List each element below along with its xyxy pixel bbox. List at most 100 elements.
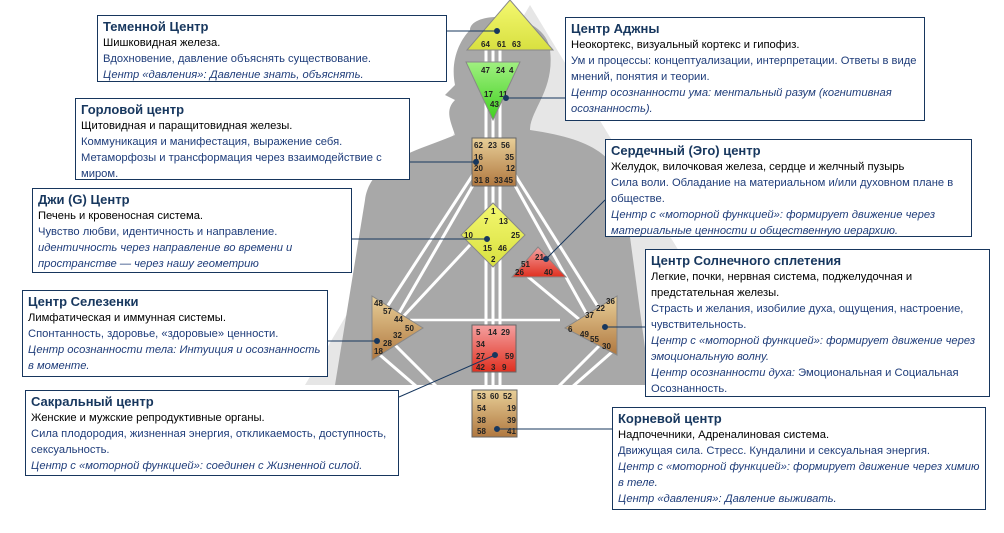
gate-59: 59 [505, 352, 514, 361]
gate-37: 37 [585, 311, 594, 320]
crown-organ: Шишковидная железа. [103, 37, 221, 49]
gate-7: 7 [484, 217, 489, 226]
gate-13: 13 [499, 217, 508, 226]
gate-32: 32 [393, 331, 402, 340]
gate-45: 45 [504, 176, 513, 185]
gate-30: 30 [602, 342, 611, 351]
gate-24: 24 [496, 66, 505, 75]
heart-theme: Сила воли. Обладание на материальном и/и… [611, 177, 954, 205]
gate-18: 18 [374, 347, 383, 356]
gate-34: 34 [476, 340, 485, 349]
gate-52: 52 [503, 392, 512, 401]
gate-20: 20 [474, 164, 483, 173]
g-center [460, 202, 526, 268]
crown-title: Теменной Центр [103, 19, 209, 34]
ajna-center-box: Центр Аджны Неокортекс, визуальный корте… [565, 17, 925, 121]
g-center-box: Джи (G) Центр Печень и кровеносная систе… [32, 188, 352, 273]
sacral-theme: Сила плодородия, жизненная энергия, откл… [31, 428, 387, 456]
throat-center-box: Горловой центр Щитовидная и паращитовидн… [75, 98, 410, 180]
gate-53: 53 [477, 392, 486, 401]
gate-3: 3 [491, 363, 496, 372]
gate-58: 58 [477, 427, 486, 436]
sacral-organ: Женские и мужские репродуктивные органы. [31, 412, 265, 424]
gate-41: 41 [507, 427, 516, 436]
solar-organ: Легкие, почки, нервная система, поджелуд… [651, 271, 913, 299]
gate-6: 6 [568, 325, 573, 334]
root-type: Центр с «моторной функцией»: формирует д… [618, 461, 980, 489]
gate-49: 49 [580, 330, 589, 339]
spleen-organ: Лимфатическая и иммунная системы. [28, 312, 226, 324]
sacral-center [471, 324, 517, 373]
solar-type: Центр с «моторной функцией»: формирует д… [651, 335, 976, 363]
gate-39: 39 [507, 416, 516, 425]
gate-10: 10 [464, 231, 473, 240]
solar-theme: Страсть и желания, изобилие духа, ощущен… [651, 303, 964, 331]
gate-63: 63 [512, 40, 521, 49]
gate-55: 55 [590, 335, 599, 344]
gate-12: 12 [506, 164, 515, 173]
gate-62: 62 [474, 141, 483, 150]
gate-4: 4 [509, 66, 514, 75]
ajna-theme: Ум и процессы: концептуализации, интерпр… [571, 55, 917, 83]
root-title: Корневой центр [618, 411, 722, 426]
g-type: идентичность через направление во времен… [38, 242, 293, 270]
root-organ: Надпочечники, Адреналиновая система. [618, 429, 830, 441]
crown-theme: Вдохновение, давление объяснять существо… [103, 53, 372, 65]
spleen-theme: Спонтанность, здоровье, «здоровые» ценно… [28, 328, 279, 340]
ajna-type: Центр осознанности ума: ментальный разум… [571, 87, 892, 115]
gate-47: 47 [481, 66, 490, 75]
spleen-center [371, 295, 424, 361]
crown-type-text: Давление знать, объяснять. [206, 69, 364, 81]
gate-19: 19 [507, 404, 516, 413]
gate-51: 51 [521, 260, 530, 269]
sacral-center-box: Сакральный центр Женские и мужские репро… [25, 390, 399, 476]
gate-16: 16 [474, 153, 483, 162]
ajna-title: Центр Аджны [571, 21, 660, 36]
gate-2: 2 [491, 255, 496, 264]
gate-61: 61 [497, 40, 506, 49]
root-theme: Движущая сила. Стресс. Кундалини и сексу… [618, 445, 931, 457]
root-type2-label: Центр «давления»: [618, 493, 722, 505]
gate-44: 44 [394, 315, 403, 324]
gate-40: 40 [544, 268, 553, 277]
throat-theme2: Метаморфозы и трансформация через взаимо… [81, 152, 382, 180]
gate-25: 25 [511, 231, 520, 240]
gate-11: 11 [499, 90, 508, 99]
spleen-title: Центр Селезенки [28, 294, 139, 309]
gate-43: 43 [490, 100, 499, 109]
ajna-center [465, 61, 521, 122]
sacral-title: Сакральный центр [31, 394, 154, 409]
solar-plexus-center [563, 295, 618, 356]
gate-38: 38 [477, 416, 486, 425]
crown-type-label: Центр «давления»: [103, 69, 207, 81]
gate-29: 29 [501, 328, 510, 337]
g-organ: Печень и кровеносная система. [38, 210, 204, 222]
gate-14: 14 [488, 328, 497, 337]
gate-54: 54 [477, 404, 486, 413]
gate-50: 50 [405, 324, 414, 333]
gate-60: 60 [490, 392, 499, 401]
gate-9: 9 [502, 363, 507, 372]
gate-48: 48 [374, 299, 383, 308]
gate-27: 27 [476, 352, 485, 361]
heart-center-box: Сердечный (Эго) центр Желудок, вилочкова… [605, 139, 972, 237]
gate-35: 35 [505, 153, 514, 162]
gate-56: 56 [501, 141, 510, 150]
heart-type: Центр с «моторной функцией»: формирует д… [611, 209, 936, 237]
sacral-type: Центр с «моторной функцией»: соединен с … [31, 460, 363, 472]
gate-1: 1 [491, 207, 496, 216]
g-title: Джи (G) Центр [38, 192, 130, 207]
heart-organ: Желудок, вилочковая железа, сердце и жел… [611, 161, 905, 173]
solar-plexus-center-box: Центр Солнечного сплетения Легкие, почки… [645, 249, 990, 397]
throat-theme: Коммуникация и манифестация, выражение с… [81, 136, 343, 148]
gate-15: 15 [483, 244, 492, 253]
root-center-box: Корневой центр Надпочечники, Адреналинов… [612, 407, 986, 510]
g-theme: Чувство любви, идентичность и направлени… [38, 226, 278, 238]
solar-type2-label: Центр осознанности духа: [651, 367, 796, 379]
gate-5: 5 [476, 328, 481, 337]
root-type2-text: Давление выживать. [721, 493, 837, 505]
gate-31: 31 [474, 176, 483, 185]
gate-26: 26 [515, 268, 524, 277]
leader-lines [328, 28, 645, 432]
